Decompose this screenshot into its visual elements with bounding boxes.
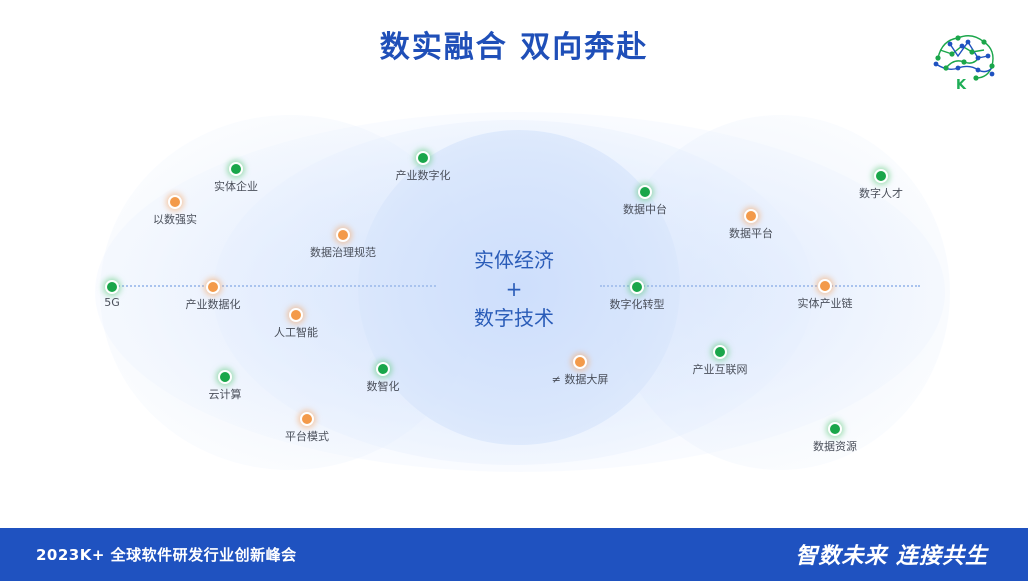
orange-dot-icon <box>206 280 220 294</box>
keyword-label: 人工智能 <box>274 326 318 339</box>
green-dot-icon <box>874 169 888 183</box>
keyword-label: 数据平台 <box>729 227 773 240</box>
keyword-label: 数智化 <box>366 380 400 393</box>
keyword-label: 5G <box>104 296 120 309</box>
orange-dot-icon <box>744 209 758 223</box>
green-dot-icon <box>229 162 243 176</box>
keyword-label: 实体产业链 <box>797 297 853 310</box>
center-line-1: 实体经济 <box>474 248 554 272</box>
keyword-label: 实体企业 <box>214 180 258 193</box>
center-line-3: 数字技术 <box>474 306 554 330</box>
green-dot-icon <box>105 280 119 294</box>
keyword-label: 平台模式 <box>285 430 329 443</box>
keyword-label: 数字化转型 <box>609 298 665 311</box>
conference-name: 2023K+ 全球软件研发行业创新峰会 <box>36 546 297 564</box>
brain-network-icon <box>933 35 995 81</box>
keyword-label: 数据中台 <box>623 203 667 216</box>
footer-bar: 2023K+ 全球软件研发行业创新峰会 智数未来 连接共生 <box>0 528 1028 581</box>
keyword-label: 数据治理规范 <box>310 246 376 259</box>
green-dot-icon <box>630 280 644 294</box>
logo-letter: K <box>956 78 967 93</box>
dotted-axis-right <box>600 285 920 287</box>
dotted-axis-left <box>118 285 436 287</box>
keyword-label: 产业数据化 <box>185 298 241 311</box>
orange-dot-icon <box>300 412 314 426</box>
keyword-label: 数字人才 <box>859 187 903 200</box>
center-caption: 实体经济 + 数字技术 <box>430 246 598 333</box>
green-dot-icon <box>713 345 727 359</box>
keyword-label: ≠ 数据大屏 <box>551 373 609 386</box>
keyword-label: 以数强实 <box>153 213 197 226</box>
keyword-label: 产业数字化 <box>395 169 451 182</box>
page-title: 数实融合 双向奔赴 <box>379 30 649 65</box>
center-line-2: + <box>505 277 523 301</box>
keyword-label: 产业互联网 <box>692 363 748 376</box>
keyword-label: 数据资源 <box>813 440 857 453</box>
green-dot-icon <box>416 151 430 165</box>
green-dot-icon <box>638 185 652 199</box>
green-dot-icon <box>218 370 232 384</box>
orange-dot-icon <box>168 195 182 209</box>
green-dot-icon <box>376 362 390 376</box>
orange-dot-icon <box>818 279 832 293</box>
inner-ellipse <box>358 130 680 445</box>
orange-dot-icon <box>289 308 303 322</box>
orange-dot-icon <box>336 228 350 242</box>
conference-slogan: 智数未来 连接共生 <box>795 543 988 569</box>
green-dot-icon <box>828 422 842 436</box>
orange-dot-icon <box>573 355 587 369</box>
keyword-label: 云计算 <box>208 388 242 401</box>
